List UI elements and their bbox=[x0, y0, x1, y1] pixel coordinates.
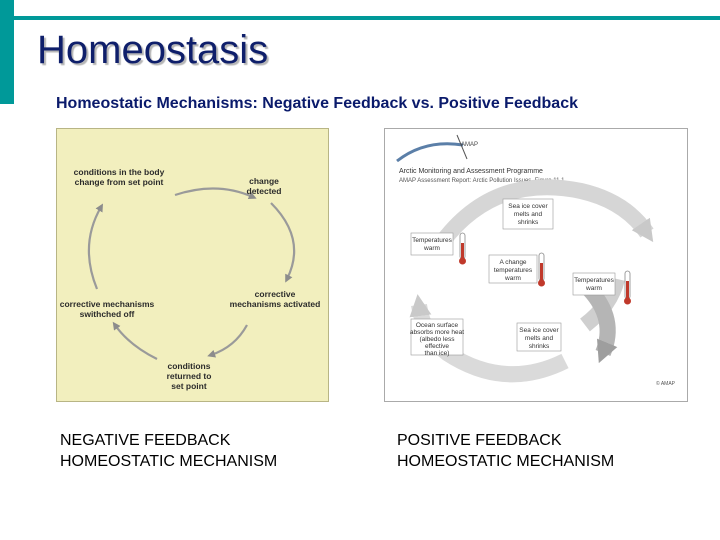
positive-feedback-caption: POSITIVE FEEDBACK HOMEOSTATIC MECHANISM bbox=[397, 430, 614, 472]
label-temp-warm-left-2: warm bbox=[423, 245, 440, 252]
amap-logo-arc bbox=[396, 142, 464, 163]
label-returned-1: conditions bbox=[168, 361, 211, 371]
negative-caption-line-2: HOMEOSTATIC MECHANISM bbox=[60, 453, 278, 470]
box-ocean bbox=[410, 318, 464, 356]
box-sea-ice bbox=[502, 198, 554, 230]
cycle-arrow-bottom-right bbox=[207, 324, 248, 358]
label-conditions-changed-1: conditions in the body bbox=[74, 167, 165, 177]
program-title: Arctic Monitoring and Assessment Program… bbox=[399, 168, 543, 175]
amap-credit: © AMAP bbox=[656, 380, 676, 387]
label-sea-ice-more-2: melts and bbox=[525, 335, 554, 342]
label-ocean-4: effective bbox=[425, 343, 449, 350]
thermometer-icon-center bbox=[538, 252, 545, 287]
label-sea-ice-1: Sea ice cover bbox=[508, 203, 548, 210]
negative-feedback-diagram: conditions in the body change from set p… bbox=[56, 128, 329, 402]
label-ocean-1: Ocean surface bbox=[416, 322, 459, 329]
box-change bbox=[488, 254, 538, 284]
top-rule bbox=[14, 16, 720, 20]
label-change-detected-2: detected bbox=[247, 186, 282, 196]
negative-feedback-caption: NEGATIVE FEEDBACK HOMEOSTATIC MECHANISM bbox=[60, 430, 277, 472]
positive-feedback-diagram: AMAP Arctic Monitoring and Assessment Pr… bbox=[384, 128, 688, 402]
negative-feedback-cycle: conditions in the body change from set p… bbox=[60, 167, 321, 391]
label-change-1: A change bbox=[499, 259, 526, 266]
cycle-arrow-left bbox=[87, 203, 104, 290]
box-temp-warm-right bbox=[572, 272, 616, 296]
positive-feedback-cycle: AMAP Arctic Monitoring and Assessment Pr… bbox=[396, 134, 676, 387]
amap-logo-icon: AMAP bbox=[456, 134, 478, 160]
label-ocean-5: than ice) bbox=[425, 350, 450, 357]
label-returned-2: returned to bbox=[167, 371, 212, 381]
svg-text:AMAP: AMAP bbox=[461, 142, 478, 148]
cycle-arrow-top bbox=[174, 187, 257, 200]
label-change-detected-1: change bbox=[249, 176, 279, 186]
thermometer-icon-right bbox=[624, 270, 631, 305]
label-change-3: warm bbox=[504, 275, 521, 282]
label-switched-off-2: swithched off bbox=[80, 309, 135, 319]
label-sea-ice-more-3: shrinks bbox=[529, 343, 550, 350]
label-ocean-2: absorbs more heat bbox=[410, 329, 464, 336]
negative-caption-line-1: NEGATIVE FEEDBACK bbox=[60, 432, 231, 449]
label-sea-ice-2: melts and bbox=[514, 211, 543, 218]
label-returned-3: set point bbox=[171, 381, 207, 391]
loop-arc-top bbox=[436, 179, 654, 246]
label-conditions-changed-2: change from set point bbox=[75, 177, 164, 187]
cycle-arrow-bottom-left bbox=[112, 321, 158, 360]
accent-bar bbox=[0, 0, 14, 104]
label-temp-warm-right-2: warm bbox=[585, 285, 602, 292]
label-temp-warm-right-1: Temperatures bbox=[574, 277, 614, 284]
label-change-2: temperatures bbox=[494, 267, 533, 274]
label-sea-ice-more-1: Sea ice cover bbox=[519, 327, 559, 334]
box-sea-ice-more bbox=[516, 322, 562, 352]
cycle-arrow-right bbox=[270, 202, 296, 283]
label-ocean-3: (albedo less bbox=[419, 336, 455, 343]
positive-caption-line-1: POSITIVE FEEDBACK bbox=[397, 432, 562, 449]
label-corrective-activated-2: mechanisms activated bbox=[230, 299, 321, 309]
report-line: AMAP Assessment Report: Arctic Pollution… bbox=[399, 178, 565, 184]
thermometer-icon-left bbox=[459, 232, 466, 265]
label-temp-warm-left-1: Temperatures bbox=[412, 237, 452, 244]
slide-subtitle: Homeostatic Mechanisms: Negative Feedbac… bbox=[56, 95, 578, 112]
slide-title: Homeostasis bbox=[37, 28, 269, 72]
label-sea-ice-3: shrinks bbox=[518, 219, 539, 226]
box-temp-warm-left bbox=[410, 232, 454, 256]
label-switched-off-1: corrective mechanisms bbox=[60, 299, 155, 309]
label-corrective-activated-1: corrective bbox=[255, 289, 296, 299]
positive-caption-line-2: HOMEOSTATIC MECHANISM bbox=[397, 453, 615, 470]
